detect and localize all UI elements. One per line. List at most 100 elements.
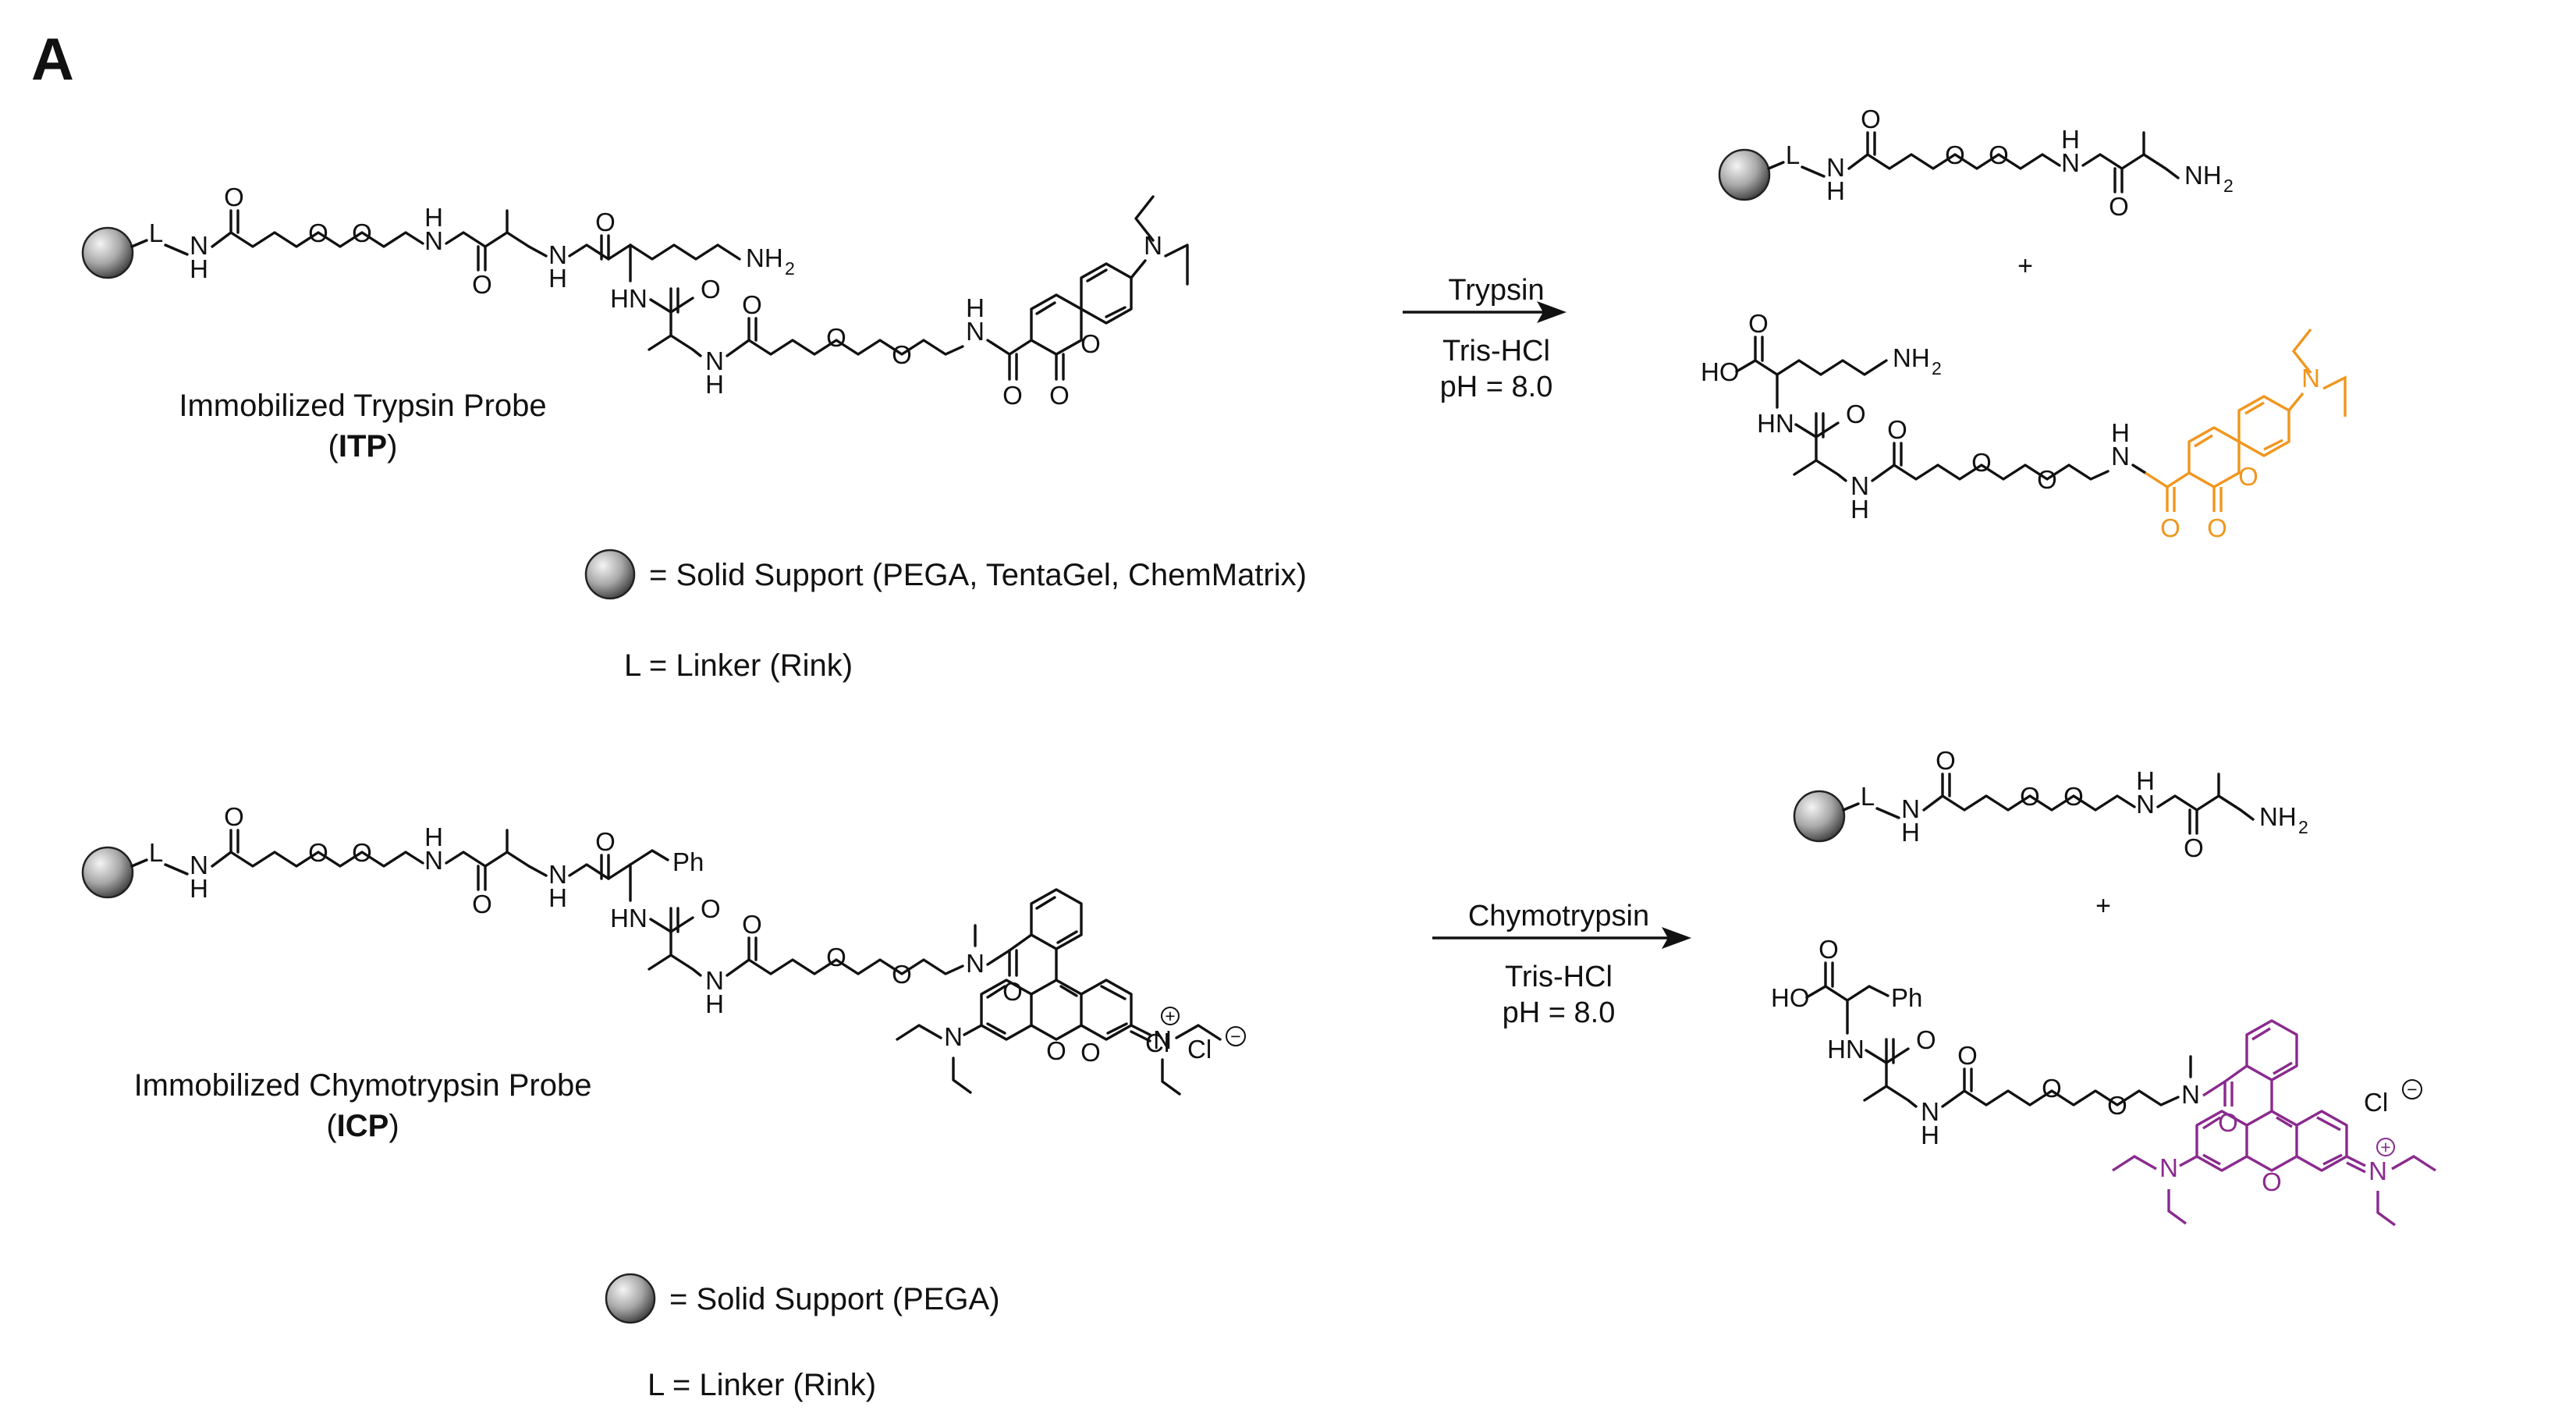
- trypsin-probe-name: Immobilized Trypsin Probe: [179, 389, 546, 423]
- atom-label: 2: [785, 258, 795, 279]
- atom-label: O: [742, 910, 762, 939]
- chymotrypsin-probe-structure: N H O Ph HN O N H O O O N O O: [81, 802, 1222, 1096]
- atom-label: N: [1921, 1097, 1939, 1126]
- atom-label: N: [548, 860, 567, 889]
- chymotrypsin-probe-abbr: (ICP): [326, 1109, 399, 1143]
- atom-label: O: [1002, 381, 1023, 410]
- trypsin-product-fluorophore-fragment: HO O NH 2 HN O N H O O O N H O O O: [1701, 309, 2347, 542]
- atom-label: O: [2160, 513, 2180, 542]
- atom-label: O: [701, 894, 721, 923]
- trypsin-buffer-label: Tris-HCl: [1442, 335, 1550, 368]
- negative-charge-icon: [1226, 1026, 1246, 1046]
- atom-label: N: [966, 949, 985, 978]
- atom-label: 2: [2298, 817, 2308, 837]
- charge-label: +: [2380, 1137, 2390, 1157]
- chymotrypsin-product-fluorophore-fragment: HO O Ph HN O N H O O O N O O N: [1771, 935, 2436, 1227]
- arrow-head-icon: [1662, 927, 1691, 949]
- atom-label: HN: [1827, 1035, 1865, 1064]
- atom-label: Ph: [1891, 983, 1922, 1012]
- atom-label: H: [1921, 1121, 1939, 1149]
- atom-label: O: [2207, 513, 2227, 542]
- atom-label: HN: [610, 904, 648, 932]
- atom-label: O: [2262, 1167, 2282, 1196]
- atom-label: O: [1916, 1025, 1936, 1054]
- trypsin-probe-abbr: (ITP): [328, 429, 398, 464]
- atom-label: O: [1748, 309, 1769, 338]
- trypsin-probe-structure: N H O NH 2 HN O N H O O O N H O: [81, 183, 1189, 410]
- atom-label: N: [1850, 471, 1869, 500]
- solid-support-bead-icon: [584, 549, 636, 600]
- trypsin-ph-label: pH = 8.0: [1440, 371, 1553, 403]
- atom-label: N: [2181, 1080, 2200, 1109]
- atom-label: N: [705, 346, 724, 375]
- atom-label: O: [1046, 1036, 1066, 1065]
- atom-label: H: [705, 989, 724, 1018]
- released-coumarin-fluorophore: O O O N: [2145, 328, 2347, 542]
- trypsin-support-legend: = Solid Support (PEGA, TentaGel, ChemMat…: [649, 558, 1307, 592]
- atom-label: 2: [1932, 358, 1942, 378]
- atom-label: N: [2111, 442, 2130, 471]
- plus-sign: +: [2017, 251, 2033, 281]
- chymotrypsin-product-bead-fragment: NH 2: [1793, 746, 2308, 862]
- arrow-head-icon: [1537, 301, 1567, 323]
- chymotrypsin-linker-legend: L = Linker (Rink): [648, 1368, 876, 1402]
- atom-label: N: [2301, 364, 2320, 393]
- atom-label: N: [966, 317, 985, 346]
- atom-label: O: [1818, 935, 1839, 964]
- atom-label: HN: [1757, 409, 1794, 438]
- atom-label: O: [2042, 1074, 2062, 1103]
- atom-label: N: [1144, 231, 1162, 260]
- atom-label: HO: [1701, 357, 1740, 386]
- atom-label: H: [1850, 495, 1869, 524]
- charge-label: −: [1230, 1026, 1240, 1046]
- negative-charge-icon: [2402, 1079, 2422, 1099]
- atom-label: HO: [1771, 983, 1810, 1012]
- chymotrypsin-ph-label: pH = 8.0: [1503, 996, 1616, 1029]
- charge-label: −: [2407, 1079, 2417, 1099]
- chymotrypsin-enzyme-label: Chymotrypsin: [1468, 900, 1649, 932]
- chymotrypsin-support-legend: = Solid Support (PEGA): [669, 1282, 1000, 1316]
- atom-label: Ph: [672, 847, 704, 876]
- atom-label: H: [548, 883, 567, 912]
- atom-label: Cl: [2364, 1088, 2388, 1117]
- trypsin-linker-legend: L = Linker (Rink): [624, 648, 853, 683]
- atom-label: Cl: [1145, 1028, 1169, 1057]
- rhodamine-fluorophore-structure: O N N + O: [896, 888, 1222, 1096]
- atom-label: O: [1049, 381, 1070, 410]
- atom-label: O: [1971, 448, 1992, 477]
- atom-label: NH: [1893, 343, 1930, 372]
- trypsin-enzyme-label: Trypsin: [1448, 274, 1544, 307]
- chymotrypsin-probe-name: Immobilized Chymotrypsin Probe: [134, 1068, 592, 1103]
- solid-support-bead-icon: [605, 1273, 656, 1324]
- atom-label: N: [2159, 1153, 2178, 1182]
- atom-label: O: [826, 943, 846, 972]
- chloride-counterion: Cl: [1187, 1035, 1212, 1064]
- atom-label: O: [2037, 465, 2057, 494]
- atom-label: O: [742, 290, 762, 319]
- atom-label: O: [595, 827, 616, 856]
- atom-label: H: [548, 264, 567, 293]
- atom-label: N: [2368, 1156, 2387, 1185]
- atom-label: NH: [2184, 161, 2222, 190]
- coumarin-fluorophore-structure: O O N: [1030, 195, 1189, 410]
- atom-label: N: [705, 966, 724, 995]
- atom-label: O: [701, 275, 721, 304]
- atom-label: O: [1080, 329, 1101, 358]
- atom-label: H: [705, 370, 724, 399]
- atom-label: O: [892, 340, 912, 369]
- panel-label: A: [31, 27, 74, 93]
- atom-label: N: [1153, 1025, 1172, 1054]
- atom-label: NH: [746, 243, 783, 272]
- atom-label: O: [2238, 462, 2258, 491]
- atom-label: O: [1887, 415, 1907, 444]
- atom-label: 2: [2223, 176, 2234, 196]
- atom-label: O: [1846, 400, 1866, 428]
- charge-label: +: [1165, 1006, 1175, 1026]
- atom-label: HN: [610, 284, 648, 313]
- atom-label: H: [966, 293, 985, 322]
- chymotrypsin-buffer-label: Tris-HCl: [1505, 961, 1613, 993]
- atom-label: H: [2111, 418, 2130, 447]
- atom-label: O: [595, 208, 616, 236]
- plus-sign: +: [2095, 891, 2111, 921]
- atom-label: O: [2107, 1091, 2127, 1120]
